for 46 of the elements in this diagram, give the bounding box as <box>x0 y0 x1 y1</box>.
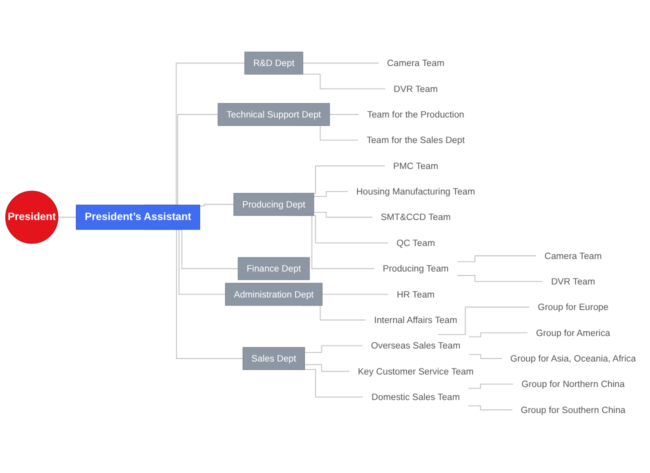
node-text: Group for Northern China <box>522 378 625 390</box>
connector <box>301 74 386 90</box>
connector <box>468 354 502 359</box>
node-box: Technical Support Dept <box>218 103 330 126</box>
connector <box>199 204 234 206</box>
connector <box>468 405 513 410</box>
node-text: DVR Team <box>551 276 596 287</box>
connector <box>456 275 544 282</box>
node-box: President’s Assistant <box>76 204 200 230</box>
node-text: Camera Team <box>544 250 602 261</box>
node-text: Domestic Sales Team <box>372 392 460 402</box>
node-text: DVR Team <box>394 83 438 94</box>
node-text: Group for America <box>536 327 610 338</box>
node-text: PMC Team <box>393 160 438 171</box>
connector <box>437 306 530 336</box>
node-box: Finance Dept <box>238 257 310 280</box>
connector <box>468 384 514 389</box>
connector <box>58 216 77 218</box>
connector <box>304 364 350 372</box>
node-text: QC Team <box>396 237 435 248</box>
connector <box>456 255 536 262</box>
node-text: Group for Asia, Oceania, Africa <box>510 353 636 364</box>
connector <box>313 212 373 218</box>
connector <box>329 114 360 115</box>
node-text: Producing Team <box>382 263 449 274</box>
node-box: Sales Dept <box>242 347 305 370</box>
node-box: Producing Dept <box>233 192 314 216</box>
connector <box>468 332 528 338</box>
node-text: Key Customer Service Team <box>358 366 474 376</box>
node-text: Group for Southern China <box>520 404 626 415</box>
connector <box>302 62 380 64</box>
node-text: Camera Team <box>387 58 444 68</box>
node-text: Group for Europe <box>538 302 608 312</box>
node-text: Internal Affairs Team <box>374 314 458 326</box>
connector <box>304 345 364 353</box>
node-circle: President <box>5 190 58 244</box>
node-box: R&D Dept <box>244 52 304 75</box>
node-box: Administration Dept <box>225 282 322 306</box>
node-text: HR Team <box>396 288 435 300</box>
connector <box>313 191 348 197</box>
node-text: Overseas Sales Team <box>371 340 460 351</box>
node-text: Team for the Production <box>367 109 464 120</box>
node-text: Housing Manufacturing Team <box>356 186 476 197</box>
node-text: SMT&CCD Team <box>380 212 451 222</box>
connector <box>322 294 389 295</box>
node-text: Team for the Sales Dept <box>366 134 465 146</box>
